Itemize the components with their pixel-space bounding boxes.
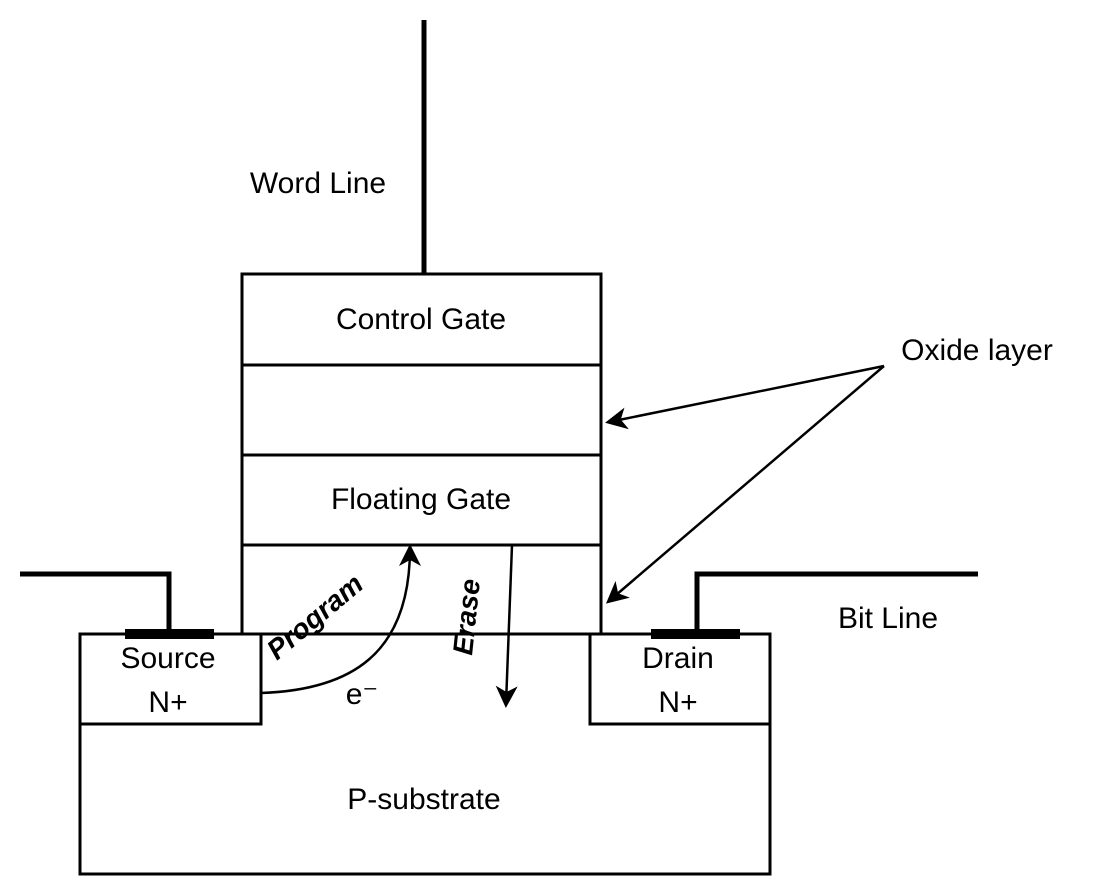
oxide-arrow-upper — [605, 364, 885, 430]
source-name-label: Source — [120, 642, 215, 675]
upper-oxide-box — [240, 363, 603, 457]
drain-region — [588, 632, 772, 726]
floating-gate-box — [240, 453, 603, 547]
source-region — [78, 632, 263, 726]
floating-gate-label: Floating Gate — [331, 483, 511, 516]
word-line-label: Word Line — [250, 167, 386, 200]
oxide-layer-label: Oxide layer — [901, 334, 1053, 367]
drain-name-label: Drain — [642, 642, 714, 675]
control-gate-label: Control Gate — [336, 303, 506, 336]
source-type-label: N+ — [148, 686, 187, 719]
bit-line-wire — [694, 571, 978, 634]
oxide-arrow-lower — [605, 365, 885, 604]
program-arrow — [260, 544, 421, 695]
erase-arrow — [495, 544, 518, 708]
bit-line-label: Bit Line — [838, 602, 938, 635]
source-line-wire — [20, 571, 172, 634]
electron-label: e⁻ — [346, 678, 379, 711]
p-substrate-label: P-substrate — [347, 783, 500, 816]
drain-type-label: N+ — [658, 686, 697, 719]
